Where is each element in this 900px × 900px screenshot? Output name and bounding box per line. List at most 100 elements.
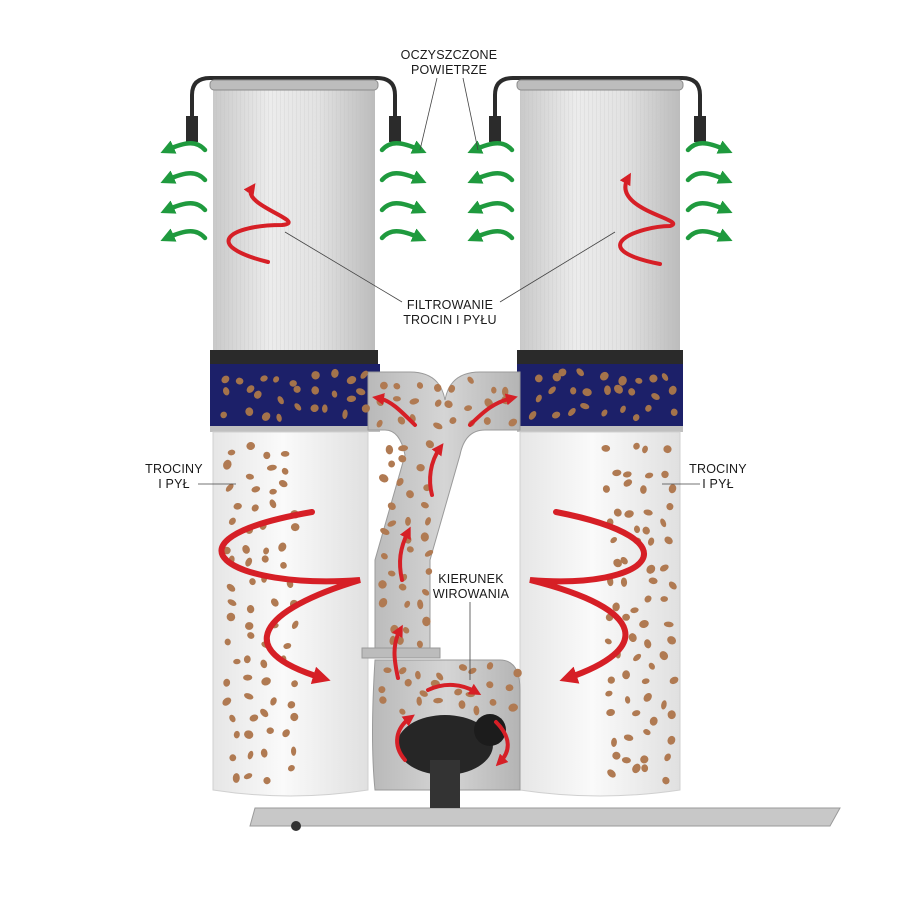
sawdust-particle-icon [222,697,232,706]
sawdust-particle-icon [644,595,652,603]
sawdust-particle-icon [667,735,676,745]
right-collection-bag [519,431,681,797]
sawdust-particle-icon [633,653,642,662]
arrow-left-right-icon [160,200,208,214]
arrow-left-right-icon [379,228,427,242]
sawdust-particle-icon [289,380,297,387]
sawdust-particle-icon [570,387,577,395]
sawdust-particle-icon [668,581,677,590]
sawdust-particle-icon [489,699,497,706]
sawdust-particle-icon [623,734,634,741]
sawdust-particle-icon [645,404,652,412]
sawdust-particle-icon [280,450,290,457]
sawdust-particle-icon [243,655,251,664]
sawdust-particle-icon [612,469,622,477]
sawdust-particle-icon [659,564,669,572]
sawdust-particle-icon [648,577,658,585]
sawdust-particle-icon [535,394,542,403]
sawdust-particle-icon [223,459,232,470]
sawdust-particle-icon [404,678,412,687]
arrow-left-right-icon [467,200,515,214]
sawdust-particle-icon [632,414,640,422]
sawdust-particle-icon [613,508,622,517]
sawdust-particle-icon [580,403,590,410]
swirl-arrow-icon [372,393,417,427]
sawdust-particle-icon [396,636,404,645]
swirl-arrow-icon [398,526,411,582]
sawdust-particle-icon [254,390,262,399]
sawdust-particles [220,368,679,785]
sawdust-particle-icon [436,672,444,681]
sawdust-particle-icon [433,697,443,704]
sawdust-particle-icon [552,372,561,382]
sawdust-particle-icon [269,488,277,495]
sawdust-particle-icon [247,632,255,639]
sawdust-particle-icon [640,755,649,764]
sawdust-particle-icon [622,613,630,621]
sawdust-particle-icon [643,729,651,736]
sawdust-particle-icon [379,696,387,704]
sawdust-particle-icon [646,564,656,574]
arrow-left-right-icon [467,170,515,184]
sawdust-particle-icon [660,518,667,528]
sawdust-particle-icon [282,729,290,738]
sawdust-particle-icon [534,374,543,383]
sawdust-particle-icon [378,597,388,608]
sawdust-particle-icon [568,408,576,416]
sawdust-particle-icon [612,602,620,612]
sawdust-particle-icon [618,375,627,386]
sawdust-particle-icon [251,504,259,512]
sawdust-particle-icon [223,678,231,687]
sawdust-particle-icon [291,680,298,688]
sawdust-particle-icon [632,710,641,717]
sawdust-particle-icon [641,678,650,685]
sawdust-particle-icon [331,390,338,398]
sawdust-particle-icon [663,621,674,628]
sawdust-particle-icon [473,705,480,716]
sawdust-particle-icon [623,479,633,487]
swirl-arrow-icon [226,183,291,264]
swirl-arrow-icon [494,720,510,767]
sawdust-particle-icon [486,681,494,689]
sawdust-particle-icon [620,405,626,413]
sawdust-particle-icon [294,403,302,411]
sawdust-particle-icon [644,639,652,649]
sawdust-particle-icon [621,757,631,764]
sawdust-particle-icon [606,708,615,717]
sawdust-particle-icon [630,607,639,614]
sawdust-particle-icon [246,385,255,393]
sawdust-particle-icon [502,386,509,397]
sawdust-particle-icon [396,478,404,486]
sawdust-particle-icon [613,558,622,568]
inlet-duct [361,371,521,659]
sawdust-particle-icon [433,422,443,430]
sawdust-particle-icon [229,754,237,762]
sawdust-particle-icon [245,473,254,480]
leader-lines [198,77,700,680]
swirl-arrow-icon [428,443,444,497]
sawdust-particle-icon [669,676,679,685]
sawdust-particle-icon [422,588,430,596]
sawdust-particle-icon [458,664,468,671]
sawdust-particle-icon [513,668,522,678]
sawdust-particle-icon [406,546,414,553]
sawdust-particle-icon [649,374,658,383]
sawdust-particle-icon [486,662,494,670]
sawdust-particle-icon [398,667,407,675]
sawdust-particle-icon [448,384,456,393]
arrow-left-right-icon [379,200,427,214]
sawdust-particle-icon [483,417,491,425]
sawdust-particle-icon [659,651,669,661]
sawdust-particle-icon [251,486,261,493]
sawdust-particle-icon [425,568,433,575]
sawdust-particle-icon [664,753,671,762]
sawdust-particle-icon [620,556,628,565]
arrow-left-right-icon [685,140,733,154]
swirl-arrow-icon [468,393,518,427]
base-plate [249,807,841,831]
sawdust-particle-icon [261,677,271,686]
sawdust-particle-icon [604,638,612,645]
sawdust-particle-icon [387,570,396,577]
